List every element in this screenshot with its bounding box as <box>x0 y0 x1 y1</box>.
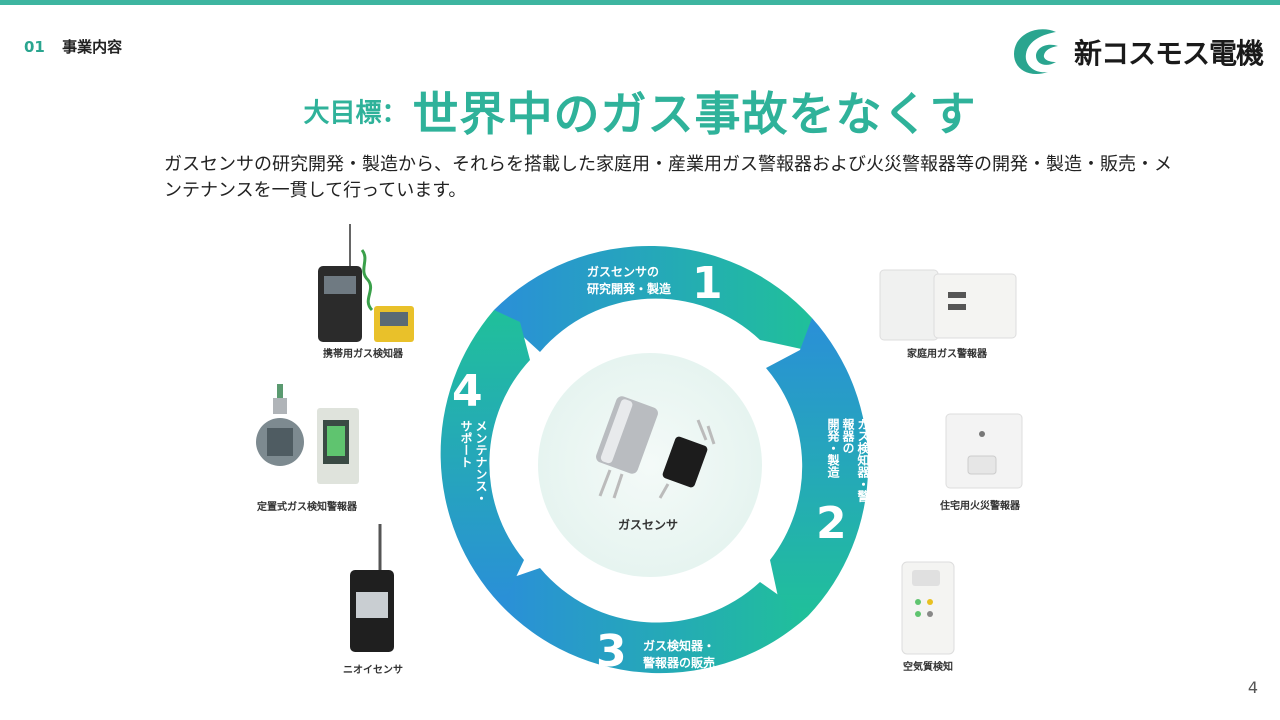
gas-sensor-image <box>596 396 716 499</box>
cycle-segment-2 <box>766 318 869 616</box>
portable-gas-detector-image <box>318 224 414 342</box>
product-label-air-quality: 空気質検知 <box>903 662 953 673</box>
company-name: 新コスモス電機 <box>1074 37 1264 70</box>
cycle-segment-3 <box>500 568 808 674</box>
product-label-odor-sensor: ニオイセンサ <box>343 665 403 676</box>
cosmos-logo-icon <box>1014 29 1058 74</box>
section-number: 01 <box>24 38 45 56</box>
home-fire-alarm-image <box>945 413 1023 489</box>
section-label: 01 事業内容 <box>24 36 122 57</box>
top-accent-bar <box>0 0 1280 5</box>
headline-prefix: 大目標： <box>303 98 408 129</box>
step-2-label: ガス検知器・警報器の 開発・製造 <box>826 418 870 502</box>
step-3-label: ガス検知器・ 警報器の販売 <box>643 639 716 670</box>
step-3-number: 3 <box>596 626 627 677</box>
product-label-fixed-detector: 定置式ガス検知警報器 <box>257 502 357 513</box>
page-number: 4 <box>1247 678 1258 697</box>
section-title: 事業内容 <box>62 38 123 56</box>
company-logo: 新コスモス電機 <box>1008 26 1264 78</box>
air-quality-detector-image <box>901 561 955 655</box>
step-2-number: 2 <box>816 498 847 549</box>
step-1-number: 1 <box>692 258 723 309</box>
step-4-number: 4 <box>452 366 483 417</box>
fixed-gas-detector-image <box>256 384 359 484</box>
description-text: ガスセンサの研究開発・製造から、それらを搭載した家庭用・産業用ガス警報器および火… <box>164 154 1172 201</box>
step-4-label: メンテナンス・ サポート <box>459 420 488 504</box>
product-label-portable-detector: 携帯用ガス検知器 <box>323 349 403 360</box>
odor-sensor-image <box>350 524 394 652</box>
headline-main: 世界中のガス事故をなくす <box>412 87 977 141</box>
center-circle <box>538 353 762 577</box>
cycle-segment-4 <box>440 310 530 604</box>
product-label-fire-alarm: 住宅用火災警報器 <box>940 501 1020 512</box>
center-label: ガスセンサ <box>618 518 679 532</box>
home-gas-alarm-image <box>879 269 1017 341</box>
cycle-segment-1 <box>494 245 812 352</box>
product-label-home-gas-alarm: 家庭用ガス警報器 <box>907 349 987 360</box>
step-1-label: ガスセンサの 研究開発・製造 <box>587 265 672 296</box>
page-title: 大目標： 世界中のガス事故をなくす <box>0 78 1280 144</box>
